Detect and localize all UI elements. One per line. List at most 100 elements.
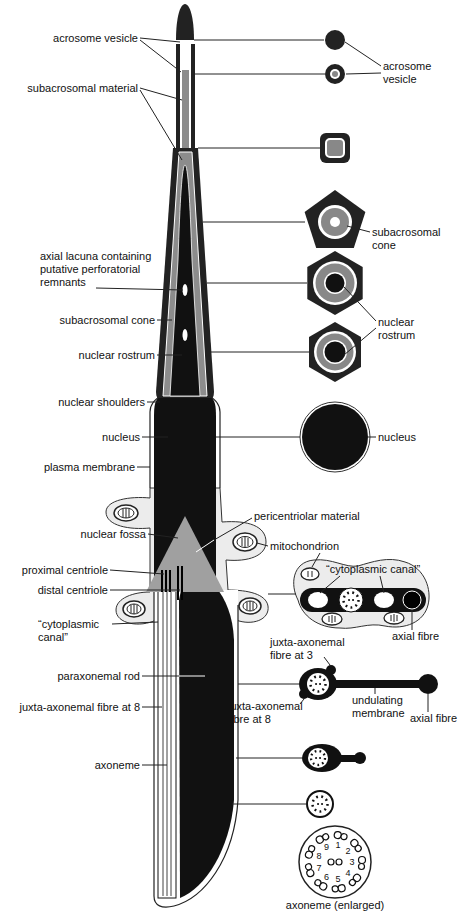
nuclear-rostrum [170, 165, 200, 396]
mitochondrion-cristae [247, 601, 253, 611]
leader-line [157, 355, 182, 356]
subacrosomal-material [182, 70, 189, 148]
part-label: axoneme (enlarged) [275, 899, 395, 912]
axoneme-section [308, 748, 328, 768]
leader-line [142, 437, 168, 438]
central-pair [318, 803, 322, 805]
doublet [304, 845, 315, 860]
part-label: proximal centriole [0, 564, 108, 577]
doublet-number: 5 [332, 873, 344, 885]
axoneme-doublets [344, 593, 359, 608]
part-label: mitochondrion [270, 540, 360, 553]
acrosome-section [320, 133, 350, 163]
leader-line [142, 707, 162, 708]
leader-line [347, 226, 370, 232]
nucleus-section [302, 404, 368, 470]
central-pair [316, 683, 320, 685]
part-label: subacrosomal cone [372, 226, 452, 252]
axoneme-doublets [311, 677, 326, 692]
doublet-number: 4 [342, 867, 354, 879]
leader-line [344, 287, 376, 355]
part-label: acrosome vesicle [18, 32, 138, 45]
acrosome-section [325, 64, 345, 84]
axoneme-doublets [311, 751, 325, 765]
leader-lines [96, 38, 428, 804]
subacrosomal-cone-section [316, 264, 355, 303]
acrosome-section [309, 322, 361, 382]
sperm-longitudinal [106, 4, 268, 907]
doublet [334, 831, 348, 840]
leader-line [368, 437, 376, 438]
b-tubule [348, 878, 356, 886]
leader-line [157, 320, 172, 321]
leader-line [428, 694, 429, 712]
axoneme-lines [163, 592, 171, 896]
part-label: subacrosomal cone [25, 314, 155, 327]
b-tubule [305, 863, 313, 871]
subacrosomal-cone-section [321, 208, 349, 236]
doublet [304, 863, 315, 878]
b-tubule [314, 879, 322, 887]
part-label: juxta-axonemal fibre at 8 [228, 700, 308, 726]
part-label: axial fibre [410, 712, 472, 725]
central-pair [316, 757, 320, 759]
section-ring [314, 331, 356, 373]
part-label: undulating membrane [352, 694, 414, 720]
mitochondrion-symbol [384, 612, 404, 624]
section-line [194, 40, 325, 804]
section-core [330, 217, 340, 227]
doublet-number: 1 [332, 839, 344, 851]
b-tubule [341, 833, 348, 840]
leader-line [196, 540, 214, 552]
mitochondrion-cristae [391, 614, 397, 622]
acrosome-section-core [332, 71, 338, 77]
part-label: plasma membrane [5, 461, 135, 474]
mitochondrion-cristae [123, 508, 129, 518]
leader-line [214, 518, 252, 540]
axial-fibre-section [403, 591, 421, 609]
plasma-membrane-section [300, 402, 370, 472]
acrosome-channel [180, 44, 191, 148]
part-label: “cytoplasmic canal” [326, 563, 438, 576]
central-tubule [328, 859, 334, 865]
cross-sections [294, 30, 438, 898]
mitochondrion-outline [322, 613, 342, 625]
part-label: pericentriolar material [254, 510, 404, 523]
mitochondrion-outline [114, 505, 138, 521]
mitochondrion-outline [123, 601, 145, 617]
axial-fibre-section [354, 752, 366, 764]
mitochondrion-symbol [301, 568, 319, 580]
part-label: acrosome vesicle [383, 60, 445, 86]
acrosome-section-ring [330, 69, 340, 79]
part-label: nuclear rostrum [25, 349, 155, 362]
doublet-number: 2 [342, 845, 354, 857]
b-tubule [332, 885, 339, 892]
doublet-number: 7 [313, 862, 325, 874]
leader-line [179, 676, 205, 677]
doublet-number: 6 [321, 871, 333, 883]
axial-lacuna [183, 329, 188, 341]
section-ring [323, 340, 347, 364]
doublet-number: 3 [346, 856, 358, 868]
undulating-membrane-section [335, 755, 357, 762]
central-tubule [336, 859, 342, 865]
doublet-ring [304, 831, 366, 893]
axoneme-section [339, 588, 363, 612]
mitochondrion-outline [384, 612, 404, 624]
proximal-centriole [162, 570, 170, 592]
mitochondrion-inner [127, 604, 141, 614]
axial-fibre-section [418, 674, 438, 694]
part-label: paraxonemal rod [10, 670, 140, 683]
mitochondrion-symbol [233, 533, 257, 551]
axoneme-doublets [313, 797, 328, 812]
part-label: nucleus [378, 431, 448, 444]
paraxonemal-rod [179, 566, 234, 898]
mitochondrion-symbol [239, 598, 261, 614]
leader-line [110, 570, 164, 574]
axoneme-section [307, 791, 333, 817]
doublet [349, 838, 363, 852]
acrosome-tip [176, 4, 194, 40]
